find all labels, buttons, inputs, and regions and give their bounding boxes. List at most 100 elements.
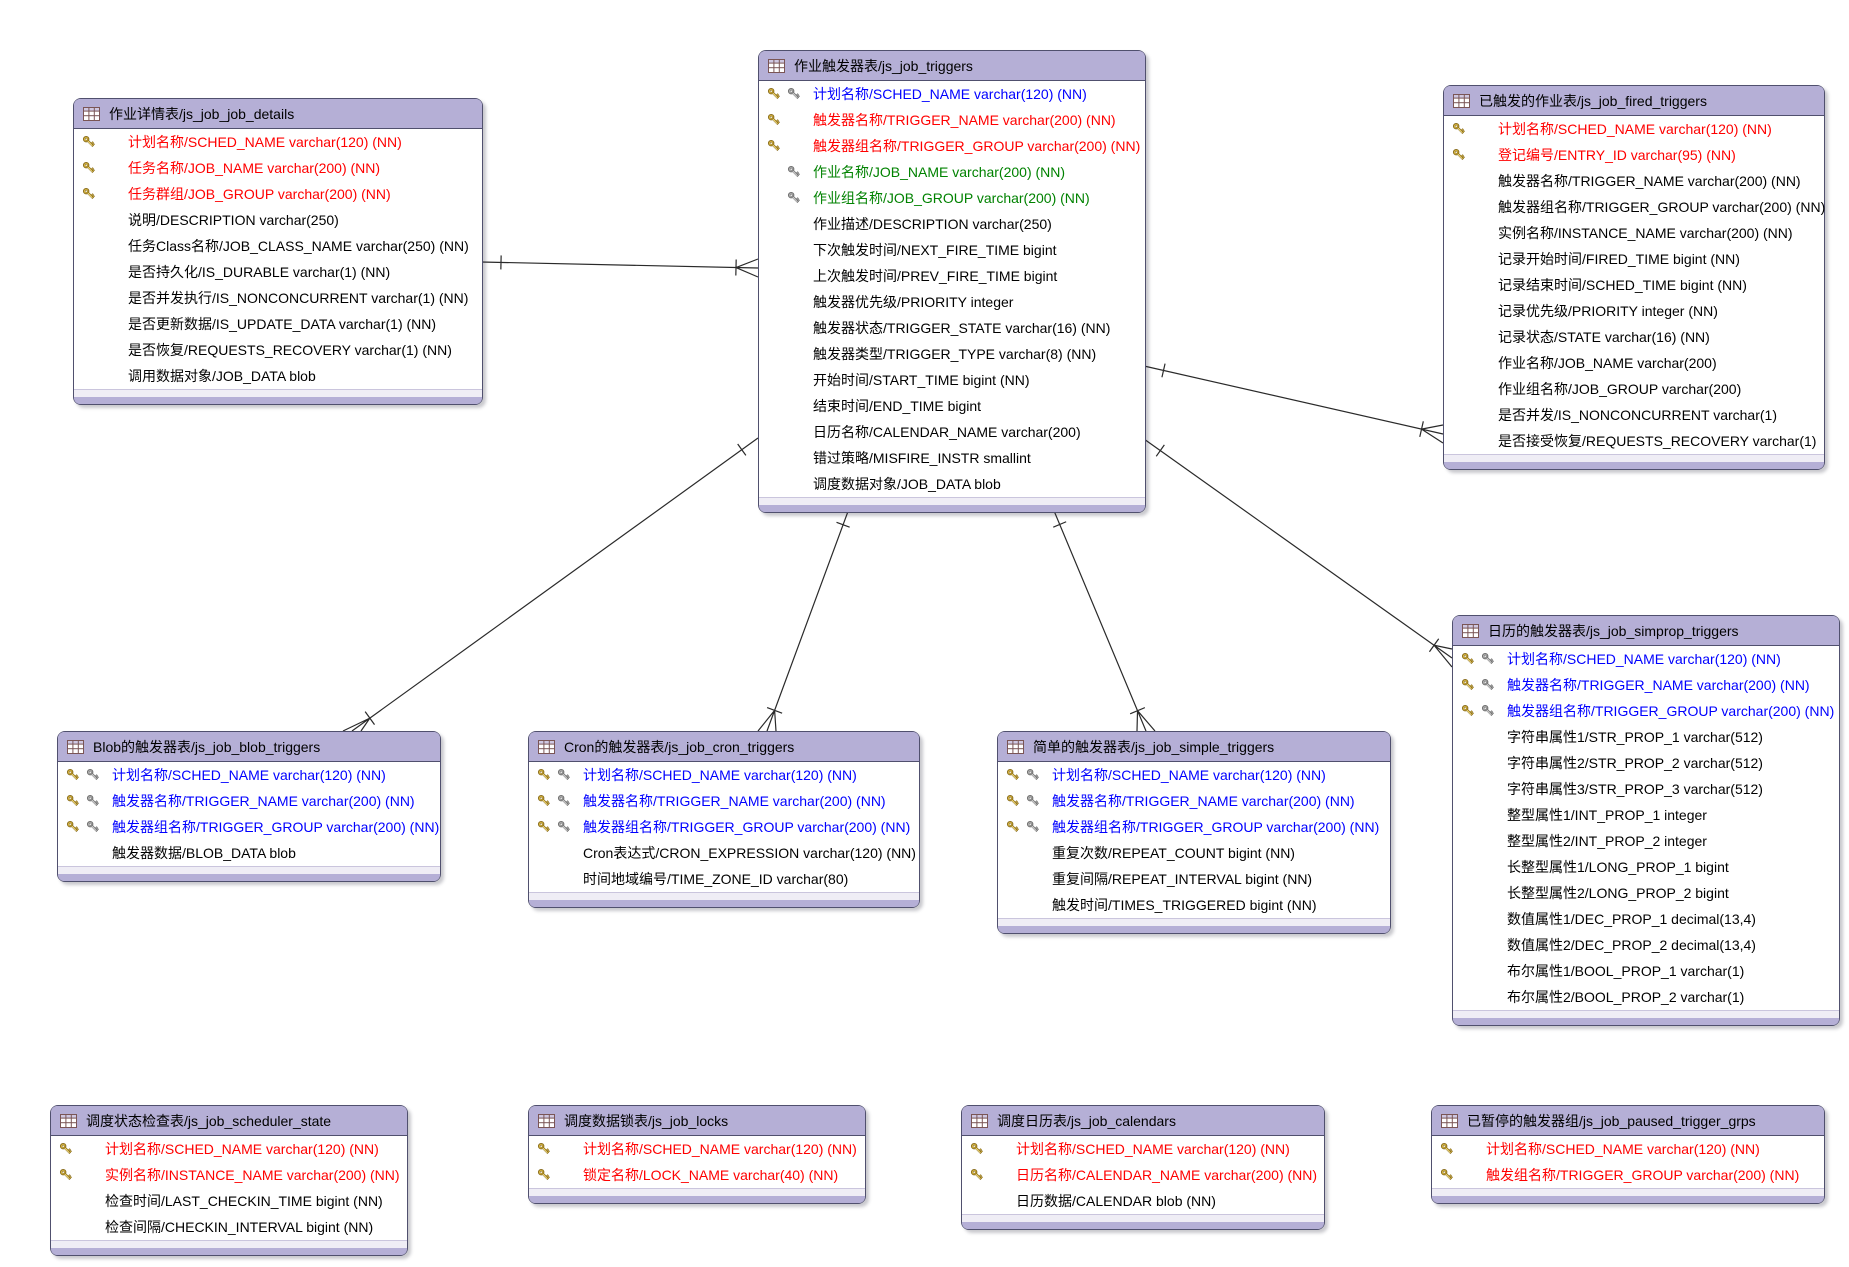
table-header[interactable]: 调度日历表/js_job_calendars [962,1106,1324,1136]
field-label: 实例名称/INSTANCE_NAME varchar(200) (NN) [1498,225,1793,241]
field-label: 字符串属性1/STR_PROP_1 varchar(512) [1507,729,1763,745]
field-label: 日历名称/CALENDAR_NAME varchar(200) (NN) [1016,1167,1318,1183]
field-label: 触发器名称/TRIGGER_NAME varchar(200) (NN) [1498,173,1801,189]
entity-table-js_job_fired_triggers[interactable]: 已触发的作业表/js_job_fired_triggers 计划名称/SCHED_… [1443,85,1825,470]
table-header[interactable]: Cron的触发器表/js_job_cron_triggers [529,732,919,762]
table-header[interactable]: 已暂停的触发器组/js_job_paused_trigger_grps [1432,1106,1824,1136]
field-label: 触发器组名称/TRIGGER_GROUP varchar(200) (NN) [112,819,440,835]
primary-key-icon [1005,793,1021,809]
table-footer-strip [529,892,919,900]
table-field-row: 记录状态/STATE varchar(16) (NN) [1444,324,1824,350]
table-field-row: 开始时间/START_TIME bigint (NN) [759,367,1145,393]
table-field-row: 整型属性1/INT_PROP_1 integer [1453,802,1839,828]
primary-key-icon [1005,819,1021,835]
table-footer-bar [529,900,919,907]
table-footer-bar [998,926,1390,933]
table-field-row: 数值属性2/DEC_PROP_2 decimal(13,4) [1453,932,1839,958]
table-field-row: 长整型属性2/LONG_PROP_2 bigint [1453,880,1839,906]
table-fields: 计划名称/SCHED_NAME varchar(120) (NN)登记编号/EN… [1444,116,1825,454]
table-field-row: 结束时间/END_TIME bigint [759,393,1145,419]
table-field-row: 计划名称/SCHED_NAME varchar(120) (NN) [1453,646,1839,672]
table-footer-bar [74,397,482,404]
field-label: 任务Class名称/JOB_CLASS_NAME varchar(250) (N… [128,238,469,254]
table-title: 调度数据锁表/js_job_locks [564,1112,729,1129]
field-label: 下次触发时间/NEXT_FIRE_TIME bigint [813,242,1057,258]
table-header[interactable]: 已触发的作业表/js_job_fired_triggers [1444,86,1824,116]
table-grid-icon [1453,93,1470,108]
table-title: 已触发的作业表/js_job_fired_triggers [1479,92,1707,109]
field-label: 触发器状态/TRIGGER_STATE varchar(16) (NN) [813,320,1111,336]
field-label: 数值属性2/DEC_PROP_2 decimal(13,4) [1507,937,1756,953]
table-fields: 计划名称/SCHED_NAME varchar(120) (NN)触发器名称/T… [58,762,440,866]
table-header[interactable]: 作业详情表/js_job_job_details [74,99,482,129]
table-title: Cron的触发器表/js_job_cron_triggers [564,738,795,755]
table-header[interactable]: 调度状态检查表/js_job_scheduler_state [51,1106,407,1136]
field-label: 是否更新数据/IS_UPDATE_DATA varchar(1) (NN) [128,316,437,332]
primary-key-icon [766,112,782,128]
foreign-key-icon [786,164,802,180]
table-footer-strip [58,866,440,874]
field-label: 记录开始时间/FIRED_TIME bigint (NN) [1498,251,1740,267]
field-label: 触发器类型/TRIGGER_TYPE varchar(8) (NN) [813,346,1097,362]
table-header[interactable]: 作业触发器表/js_job_triggers [759,51,1145,81]
table-field-row: 触发器组名称/TRIGGER_GROUP varchar(200) (NN) [1444,194,1825,220]
entity-table-js_job_simprop_triggers[interactable]: 日历的触发器表/js_job_simprop_triggers 计划名称/SCHE… [1452,615,1840,1026]
table-header[interactable]: 日历的触发器表/js_job_simprop_triggers [1453,616,1839,646]
table-header[interactable]: Blob的触发器表/js_job_blob_triggers [58,732,440,762]
field-label: 触发组名称/TRIGGER_GROUP varchar(200) (NN) [1486,1167,1800,1183]
field-label: 是否并发执行/IS_NONCONCURRENT varchar(1) (NN) [128,290,469,306]
relationship-line-js_job_job_details-to-js_job_triggers[interactable] [480,255,759,278]
relationship-line-js_job_triggers-to-js_job_cron_triggers[interactable] [757,505,851,732]
field-label: 重复次数/REPEAT_COUNT bigint (NN) [1052,845,1295,861]
field-label: 触发器组名称/TRIGGER_GROUP varchar(200) (NN) [813,138,1141,154]
table-header[interactable]: 简单的触发器表/js_job_simple_triggers [998,732,1390,762]
field-label: 作业组名称/JOB_GROUP varchar(200) [1498,381,1742,397]
table-field-row: 作业描述/DESCRIPTION varchar(250) [759,211,1145,237]
field-label: 说明/DESCRIPTION varchar(250) [128,212,339,228]
foreign-key-icon [1480,703,1496,719]
field-label: 字符串属性2/STR_PROP_2 varchar(512) [1507,755,1763,771]
table-field-row: 字符串属性3/STR_PROP_3 varchar(512) [1453,776,1839,802]
relationship-line-js_job_triggers-to-js_job_simple_triggers[interactable] [1051,505,1156,732]
table-field-row: 触发组名称/TRIGGER_GROUP varchar(200) (NN) [1432,1162,1824,1188]
primary-key-icon [65,793,81,809]
table-field-row: 是否并发执行/IS_NONCONCURRENT varchar(1) (NN) [74,285,482,311]
table-field-row: 长整型属性1/LONG_PROP_1 bigint [1453,854,1839,880]
field-label: 计划名称/SCHED_NAME varchar(120) (NN) [813,86,1087,102]
table-field-row: 实例名称/INSTANCE_NAME varchar(200) (NN) [51,1162,407,1188]
field-label: 计划名称/SCHED_NAME varchar(120) (NN) [1507,651,1781,667]
foreign-key-icon [85,793,101,809]
table-field-row: 计划名称/SCHED_NAME varchar(120) (NN) [51,1136,407,1162]
relationship-line-js_job_triggers-to-js_job_simprop_triggers[interactable] [1143,438,1453,668]
table-field-row: 是否并发/IS_NONCONCURRENT varchar(1) [1444,402,1824,428]
field-label: 是否接受恢复/REQUESTS_RECOVERY varchar(1) [1498,433,1817,449]
field-label: 触发时间/TIMES_TRIGGERED bigint (NN) [1052,897,1317,913]
relationship-line-js_job_triggers-to-js_job_blob_triggers[interactable] [342,437,759,732]
primary-key-icon [1460,703,1476,719]
field-label: 锁定名称/LOCK_NAME varchar(40) (NN) [583,1167,839,1183]
table-field-row: 任务名称/JOB_NAME varchar(200) (NN) [74,155,482,181]
table-field-row: 日历数据/CALENDAR blob (NN) [962,1188,1324,1214]
field-label: 长整型属性2/LONG_PROP_2 bigint [1507,885,1729,901]
table-field-row: 作业名称/JOB_NAME varchar(200) (NN) [759,159,1145,185]
table-header[interactable]: 调度数据锁表/js_job_locks [529,1106,865,1136]
table-footer-strip [51,1240,407,1248]
table-footer-bar [58,874,440,881]
foreign-key-icon [1480,677,1496,693]
entity-table-js_job_triggers[interactable]: 作业触发器表/js_job_triggers 计划名称/SCHED_NAME va… [758,50,1146,513]
relationship-line-js_job_triggers-to-js_job_fired_triggers[interactable] [1143,363,1444,444]
table-footer-strip [962,1214,1324,1222]
primary-key-icon [766,138,782,154]
table-field-row: 时间地域编号/TIME_ZONE_ID varchar(80) [529,866,919,892]
table-field-row: 调用数据对象/JOB_DATA blob [74,363,482,389]
field-label: 布尔属性2/BOOL_PROP_2 varchar(1) [1507,989,1745,1005]
table-field-row: 实例名称/INSTANCE_NAME varchar(200) (NN) [1444,220,1824,246]
